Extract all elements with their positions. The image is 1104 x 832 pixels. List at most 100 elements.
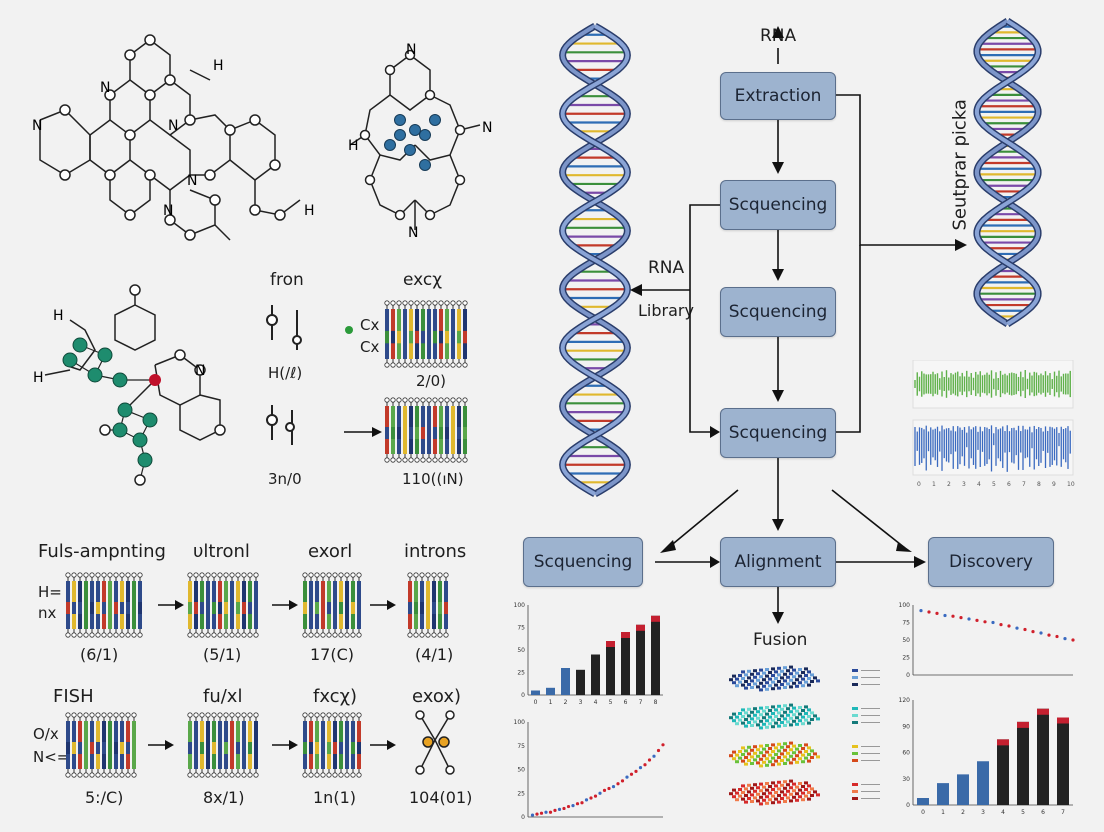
- molecule-structure-3: H H N: [33, 284, 226, 486]
- exon-segment: [451, 427, 455, 439]
- heatmap-cell: [771, 712, 775, 715]
- exon-cap: [438, 362, 444, 368]
- exon-segment: [397, 427, 401, 439]
- heatmap-cell: [738, 674, 742, 677]
- track-axis-tick: 3: [962, 481, 966, 488]
- exon-cap: [450, 300, 456, 306]
- box-discovery: Discovery: [928, 537, 1054, 587]
- exon-cap: [113, 632, 119, 638]
- exon-segment: [72, 602, 76, 614]
- heatmap-cell: [747, 783, 751, 787]
- exon-cap: [308, 712, 314, 718]
- bar-highlight: [651, 615, 660, 622]
- exon-cap: [408, 457, 414, 463]
- scatter-point: [983, 620, 987, 624]
- exon-cap: [302, 632, 308, 638]
- exon-cap: [253, 572, 259, 578]
- heatmap-cell: [777, 742, 781, 746]
- exon-cap: [384, 397, 390, 403]
- exon-cap: [71, 572, 77, 578]
- legend-swatch: [852, 669, 858, 672]
- exon-cap: [131, 632, 137, 638]
- heatmap-cell: [807, 683, 811, 687]
- exon-segment: [248, 602, 252, 614]
- exon-cap: [89, 632, 95, 638]
- scatter-point: [919, 609, 923, 613]
- heatmap-cell: [786, 707, 790, 711]
- heatmap-cell: [780, 752, 784, 756]
- bar-highlight: [1017, 721, 1029, 728]
- x-tick-label: 6: [1041, 809, 1045, 815]
- scatter-point: [935, 611, 939, 615]
- heatmap-cell: [765, 725, 769, 729]
- mol-label: N: [482, 120, 492, 136]
- x-tick-label: 7: [1061, 809, 1065, 815]
- exon-cap: [247, 772, 253, 778]
- heatmap-cell: [750, 686, 754, 689]
- exon-cap: [223, 772, 229, 778]
- exon-cap: [450, 362, 456, 368]
- scatter-point: [943, 613, 947, 618]
- heatmap-cell: [780, 790, 784, 794]
- heatmap-cell: [771, 763, 775, 767]
- heatmap-cell: [741, 677, 745, 680]
- bar: [997, 739, 1009, 805]
- scatter-point: [625, 775, 629, 779]
- scatter-point: [959, 616, 963, 620]
- exon-cap: [384, 362, 390, 368]
- heatmap-cell: [744, 762, 748, 766]
- heatmap-cell: [810, 680, 814, 683]
- heatmap-cell: [771, 687, 775, 691]
- heatmap-cell: [741, 708, 745, 712]
- exon-segment: [236, 602, 240, 614]
- exon-segment: [409, 427, 413, 439]
- heatmap-cell: [783, 762, 787, 765]
- exon-segment: [218, 602, 222, 614]
- heatmap-cell: [735, 722, 739, 726]
- heatmap-cell: [774, 753, 778, 756]
- exon-cap: [187, 572, 193, 578]
- exon-cap: [101, 572, 107, 578]
- heatmap-cell: [783, 793, 787, 797]
- scatter-point: [1007, 624, 1011, 628]
- heatmap-cell: [747, 669, 751, 673]
- y-tick-label: 75: [517, 625, 525, 632]
- bar: [1037, 708, 1049, 805]
- heatmap-cell: [756, 672, 760, 676]
- exon-cap: [199, 772, 205, 778]
- heatmap-cell: [798, 788, 802, 792]
- exon-cap: [187, 772, 193, 778]
- exon-cap: [65, 632, 71, 638]
- bar-highlight: [636, 624, 645, 631]
- heatmap-cell: [810, 711, 814, 715]
- exon-cap: [444, 362, 450, 368]
- scatter-point: [575, 802, 580, 806]
- scatter-point: [584, 798, 589, 802]
- heatmap-cell: [777, 762, 781, 766]
- heatmap-cell: [747, 790, 751, 794]
- exon-segment: [188, 602, 192, 614]
- heatmap-cell: [780, 676, 784, 680]
- exon-cap: [241, 572, 247, 578]
- exon-segment: [206, 742, 210, 754]
- exon-segment: [78, 742, 82, 754]
- exon-segment: [345, 602, 349, 614]
- scatter-point: [544, 810, 548, 814]
- x-tick-label: 2: [961, 809, 965, 815]
- heatmap-cell: [765, 712, 769, 716]
- heatmap-cell: [759, 744, 763, 748]
- track-axis-tick: 9: [1052, 481, 1056, 488]
- heatmap-cell: [777, 794, 781, 797]
- exon-cap: [65, 772, 71, 778]
- exon-cap: [344, 712, 350, 718]
- heatmap-cell: [783, 748, 787, 752]
- heatmap-cell: [750, 755, 754, 759]
- heatmap-cell: [747, 745, 751, 749]
- exon-cap: [211, 632, 217, 638]
- heatmap-cell: [816, 679, 820, 683]
- row1-side-1: H=: [38, 583, 62, 601]
- heatmap-cell: [807, 708, 811, 712]
- exon-cap: [199, 712, 205, 718]
- label-library: Library: [638, 301, 694, 320]
- heatmap-cell: [780, 783, 784, 787]
